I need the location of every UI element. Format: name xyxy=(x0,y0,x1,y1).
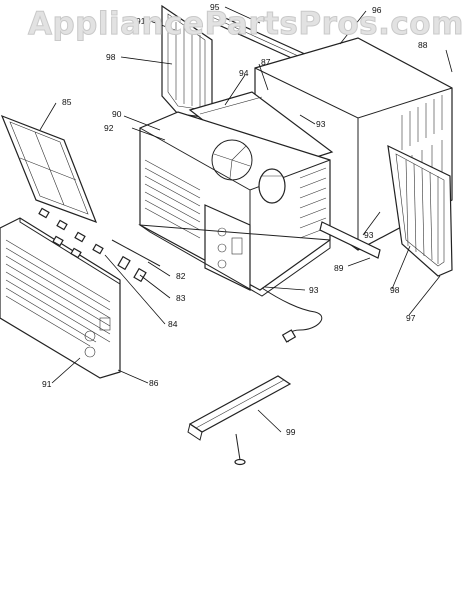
part-label: 90 xyxy=(112,109,122,119)
part-label: 82 xyxy=(176,271,186,281)
trim-pieces xyxy=(38,207,161,283)
chassis xyxy=(138,111,331,343)
air-filter xyxy=(0,114,98,224)
evaporator-coil xyxy=(144,159,201,239)
part-label: 88 xyxy=(418,40,428,50)
part-label: 84 xyxy=(168,319,178,329)
side-panel-left xyxy=(161,4,213,119)
part-label: 94 xyxy=(239,68,249,78)
part-label: 87 xyxy=(261,57,271,67)
part-label: 98 xyxy=(390,285,400,295)
condenser-coil xyxy=(299,167,327,239)
grille-louvers xyxy=(5,239,111,347)
fan-blade xyxy=(211,139,253,181)
part-label: 96 xyxy=(372,5,382,15)
part-label: 91 xyxy=(42,379,52,389)
part-label: 86 xyxy=(149,378,159,388)
part-label: 92 xyxy=(104,123,114,133)
part-label: 93 xyxy=(364,230,374,240)
part-label: 93 xyxy=(309,285,319,295)
front-grille xyxy=(0,217,121,379)
side-panel-right xyxy=(387,144,453,277)
part-label: 97 xyxy=(406,313,416,323)
part-label: 89 xyxy=(334,263,344,273)
bottom-rail xyxy=(319,221,381,259)
part-label: 98 xyxy=(106,52,116,62)
part-number-labels: 95 96 91 88 98 87 94 85 90 92 93 93 89 8… xyxy=(42,2,428,437)
leader-lines xyxy=(39,6,453,433)
watermark-logo: AppliancePartsPros.com xyxy=(28,6,463,43)
mounting-bracket xyxy=(187,375,292,466)
part-label: 85 xyxy=(62,97,72,107)
part-label: 83 xyxy=(176,293,186,303)
compressor xyxy=(258,168,286,204)
part-label: 93 xyxy=(316,119,326,129)
part-label: 91 xyxy=(136,16,146,26)
part-label: 99 xyxy=(286,427,296,437)
part-label: 95 xyxy=(210,2,220,12)
